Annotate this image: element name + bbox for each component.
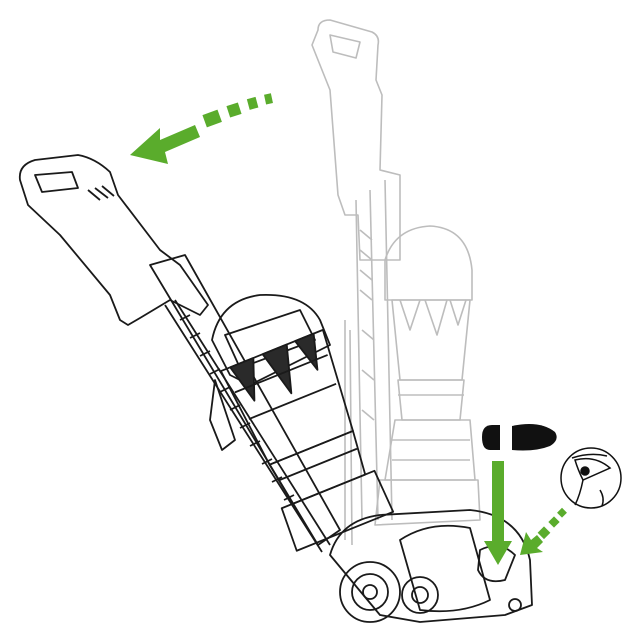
rear-wheel	[339, 561, 401, 623]
eye-look-icon	[560, 447, 622, 509]
tilt-arrow-icon	[130, 93, 273, 164]
tilted-vacuum	[18, 154, 533, 623]
push-down-arrow-icon	[484, 461, 512, 565]
foot-press-icon	[482, 424, 557, 451]
upright-vacuum-ghost	[311, 19, 481, 546]
look-arrow-icon	[520, 507, 567, 555]
